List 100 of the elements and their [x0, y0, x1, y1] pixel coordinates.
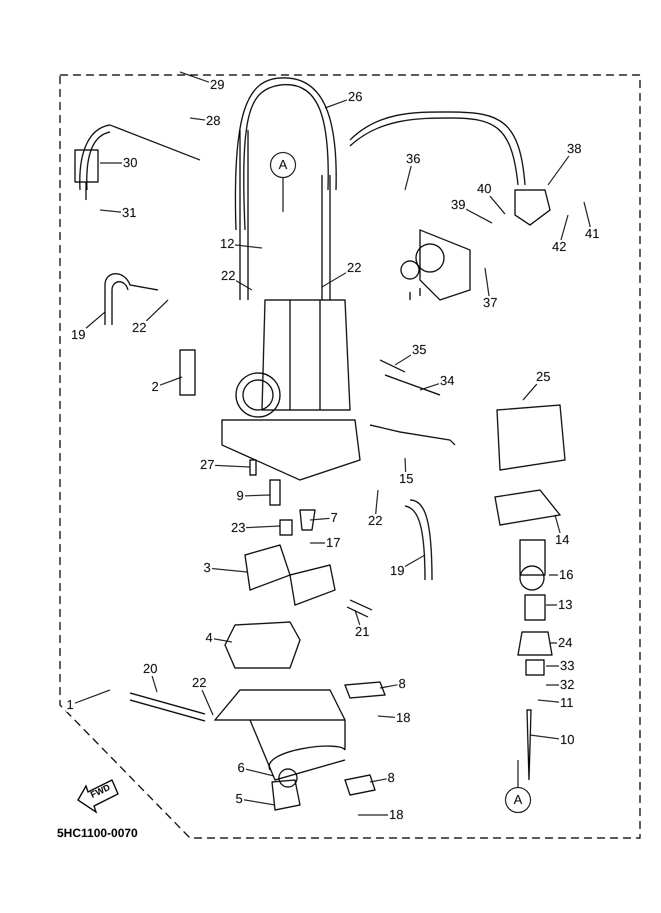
callout-number: 28 — [205, 114, 222, 128]
leader-line — [404, 458, 406, 472]
leader-line — [404, 554, 426, 567]
leader-line — [282, 178, 284, 212]
callout-number: 38 — [566, 142, 582, 156]
leader-line — [236, 280, 252, 290]
leader-line — [548, 156, 570, 186]
callout-number: 18 — [388, 808, 404, 822]
leader-line — [100, 210, 122, 213]
callout-number: 41 — [584, 227, 600, 241]
leader-line — [234, 244, 262, 248]
leader-line — [484, 268, 490, 296]
callout-number: 11 — [559, 696, 574, 710]
leader-line — [354, 610, 360, 626]
callout-number: 8 — [386, 771, 396, 785]
leader-line — [404, 166, 412, 190]
callout-number: 10 — [559, 733, 576, 747]
leader-line — [159, 376, 182, 386]
callout-number: 34 — [439, 374, 456, 388]
leader-line — [370, 778, 387, 782]
leader-line — [246, 526, 280, 528]
callout-number: 42 — [551, 240, 568, 254]
leader-line — [202, 690, 214, 716]
leader-line — [324, 99, 348, 108]
callout-number: 22 — [131, 321, 148, 335]
callout-number: 19 — [389, 564, 406, 578]
leader-line — [146, 300, 168, 322]
leader-line — [243, 799, 276, 806]
callout-number: 24 — [557, 636, 574, 650]
callout-number: 3 — [202, 561, 212, 575]
leader-line — [322, 272, 346, 288]
callout-number: 18 — [395, 711, 412, 725]
leader-line — [380, 684, 398, 688]
callout-number: 25 — [535, 370, 552, 384]
callout-number: 19 — [70, 328, 86, 342]
leader-line — [554, 514, 561, 534]
leader-line — [245, 768, 274, 776]
callout-number: 5 — [234, 792, 244, 806]
callout-number: 30 — [122, 156, 138, 170]
callout-number: 16 — [558, 568, 574, 582]
callout-number: 22 — [346, 261, 362, 275]
leader-line — [489, 196, 506, 214]
leader-line — [310, 518, 330, 520]
callout-number: 31 — [121, 206, 138, 220]
leader-line — [190, 118, 206, 120]
callout-number: 4 — [204, 631, 214, 645]
leader-line — [584, 202, 591, 228]
direction-label: FWD — [88, 782, 112, 800]
leader-line — [375, 490, 378, 514]
callout-number: 35 — [411, 343, 428, 357]
leader-line — [310, 542, 326, 544]
callout-number: 22 — [220, 269, 236, 283]
leader-line — [546, 604, 558, 606]
leader-line — [213, 638, 232, 642]
callout-number: 40 — [476, 182, 492, 196]
callout-number: 36 — [405, 152, 422, 166]
leader-line — [211, 568, 248, 572]
leader-line — [548, 574, 558, 576]
leader-line — [420, 383, 440, 390]
callout-number: 29 — [209, 78, 226, 92]
leader-line — [180, 72, 210, 83]
leader-line — [378, 716, 396, 718]
callout-number: 2 — [150, 380, 160, 394]
callout-number: 7 — [330, 511, 339, 525]
callout-number: 39 — [450, 198, 466, 212]
callout-number: 26 — [347, 90, 364, 104]
callout-number: 23 — [230, 521, 246, 535]
leader-line — [214, 464, 250, 468]
callout-number: 1 — [66, 698, 75, 712]
callout-number: 32 — [559, 678, 576, 692]
leader-line — [522, 384, 538, 400]
leader-line — [394, 354, 412, 366]
leader-line — [100, 162, 122, 164]
callout-number: 21 — [354, 625, 370, 639]
callout-number: 22 — [191, 676, 208, 690]
callout-number: 27 — [199, 458, 216, 472]
leader-line — [244, 494, 270, 496]
leader-line — [560, 214, 568, 240]
leader-line — [546, 684, 560, 686]
leader-line — [86, 312, 106, 329]
callout-number: 14 — [554, 533, 570, 547]
callout-number: 17 — [325, 536, 342, 550]
callout-number: 15 — [398, 472, 414, 486]
leader-line — [152, 676, 158, 692]
callout-number: 20 — [142, 662, 158, 676]
callout-number: 6 — [236, 761, 246, 775]
leader-line — [550, 642, 558, 644]
drawing-code: 5HC1100-0070 — [57, 826, 138, 840]
callout-number: 8 — [398, 677, 407, 691]
leader-line — [466, 208, 492, 224]
reference-circle: A — [270, 152, 296, 178]
callout-number: 13 — [557, 598, 574, 612]
reference-circle: A — [505, 787, 531, 813]
callout-number: 9 — [236, 489, 245, 503]
leader-line — [74, 690, 110, 704]
callout-number: 33 — [559, 659, 576, 673]
callout-number: 22 — [367, 514, 384, 528]
leader-line — [538, 700, 560, 703]
callout-number: 12 — [219, 237, 236, 251]
callout-number: 37 — [482, 296, 498, 310]
